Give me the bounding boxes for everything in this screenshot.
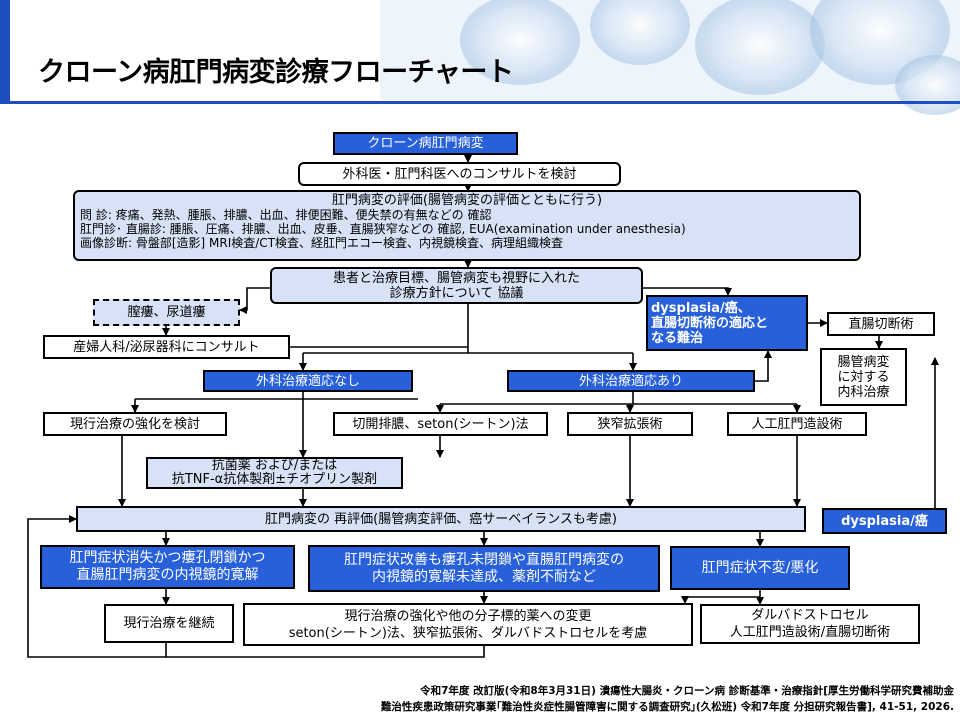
node-incision: 切開排膿、seton(シートン)法 <box>333 412 548 436</box>
node-policy: 患者と治療目標、腸管病変も視野に入れた 診療方針について 協議 <box>270 267 643 304</box>
node-reevaluation: 肛門病変の 再評価(腸管病変評価、癌サーベイランスも考慮) <box>76 506 806 532</box>
node-dysplasia: dysplasia/癌 <box>822 508 947 534</box>
outcome-remission-line2: 直腸肛門病変の内視鏡的寛解 <box>76 567 259 583</box>
policy-line2: 診療方針について 協議 <box>389 285 524 301</box>
intestinal-line2: に対する <box>837 369 890 385</box>
outcome-remission-line1: 肛門症状消失かつ瘻孔閉鎖かつ <box>69 550 266 566</box>
title-underline <box>0 101 960 104</box>
loop-back <box>27 515 167 658</box>
evaluation-header: 肛門病変の評価(腸管病変の評価とともに行う) <box>331 193 603 208</box>
node-consult: 外科医・肛門科医へのコンサルトを検討 <box>298 162 621 186</box>
evaluation-imaging: 画像診断: 骨盤部[造影] MRI検査/CT検査、経肛門エコー検査、内視鏡検査、… <box>80 236 564 250</box>
line-policy-fistula <box>239 287 270 314</box>
change-line2: seton(シートン)法、狭窄拡張術、ダルバドストロセルを考慮 <box>288 625 648 641</box>
node-outcome-partial: 肛門症状改善も瘻孔未閉鎖や直腸肛門病変の 内視鏡的寛解未達成、薬剤不耐など <box>308 545 660 592</box>
drug-line1: 抗菌薬 および/または <box>211 458 338 473</box>
node-outcome-remission: 肛門症状消失かつ瘻孔閉鎖かつ 直腸肛門病変の内視鏡的寛解 <box>40 545 295 589</box>
node-continue: 現行治療を継続 <box>104 604 234 643</box>
node-change-treatment: 現行治療の強化や他の分子標的薬への変更 seton(シートン)法、狭窄拡張術、ダ… <box>243 603 693 646</box>
line-policy-dysplasia <box>643 287 732 296</box>
footer-citation-line1: 令和7年度 改訂版(令和8年3月31日) 潰瘍性大腸炎・クローン病 診断基準・治… <box>420 685 954 697</box>
node-surgery-yes: 外科治療適応あり <box>507 370 755 392</box>
node-intensify: 現行治療の強化を検討 <box>43 412 227 436</box>
node-intestinal-treatment: 腸管病変 に対する 内科治療 <box>820 348 907 406</box>
node-fistula: 膣瘻、尿道瘻 <box>93 299 240 326</box>
node-dysplasia-question: dysplasia/癌、 直腸切断術の適応と なる難治 <box>646 295 808 351</box>
change-line1: 現行治療の強化や他の分子標的薬への変更 <box>344 608 592 624</box>
evaluation-interview: 問 診: 疼痛、発熱、腫脹、排膿、出血、排便困難、便失禁の有無などの 確認 <box>80 208 492 222</box>
node-outcome-worse: 肛門症状不変/悪化 <box>670 546 850 590</box>
dysplasia-question-line1: dysplasia/癌、 <box>651 300 751 316</box>
dysplasia-question-line2: 直腸切断術の適応と <box>651 315 769 331</box>
darva-line2: 人工肛門造設術/直腸切断術 <box>729 625 891 640</box>
footer-citation-line2: 難治性疾患政策研究事業｢難治性炎症性腸管障害に関する調査研究｣(久松班) 令和7… <box>380 701 954 713</box>
node-surgery-no: 外科治療適応なし <box>203 370 413 392</box>
drug-line2: 抗TNF-α抗体製剤±チオプリン製剤 <box>171 472 378 487</box>
title-accent-bar <box>0 0 10 104</box>
node-evaluation: 肛門病変の評価(腸管病変の評価とともに行う) 問 診: 疼痛、発熱、腫脹、排膿、… <box>73 190 861 261</box>
node-darvadstrocel: ダルバドストロセル 人工肛門造設術/直腸切断術 <box>700 604 920 644</box>
dysplasia-question-line3: なる難治 <box>651 330 704 346</box>
page-title: クローン病肛門病変診療フローチャート <box>38 57 514 88</box>
node-dilation: 狭窄拡張術 <box>567 412 693 436</box>
outcome-partial-line1: 肛門症状改善も瘻孔未閉鎖や直腸肛門病変の <box>344 551 624 568</box>
policy-line1: 患者と治療目標、腸管病変も視野に入れた <box>332 270 580 286</box>
node-drug: 抗菌薬 および/または 抗TNF-α抗体製剤±チオプリン製剤 <box>146 457 403 489</box>
line-yes-dysplasia <box>755 350 772 382</box>
outcome-partial-line2: 内視鏡的寛解未達成、薬剤不耐など <box>372 568 596 585</box>
node-obgyn-consult: 産婦人科/泌尿器科にコンサルト <box>43 335 290 359</box>
node-amputation: 直腸切断術 <box>827 312 935 336</box>
node-stoma: 人工肛門造設術 <box>727 412 867 436</box>
node-start: クローン病肛門病変 <box>333 132 518 155</box>
intestinal-line1: 腸管病変 <box>837 354 890 370</box>
evaluation-exam: 肛門診･ 直腸診: 腫脹、圧痛、排膿、出血、皮垂、直腸狭窄などの 確認, EUA… <box>80 222 686 236</box>
loop-change <box>166 646 485 658</box>
darva-line1: ダルバドストロセル <box>751 608 869 623</box>
intestinal-line3: 内科治療 <box>837 384 890 400</box>
